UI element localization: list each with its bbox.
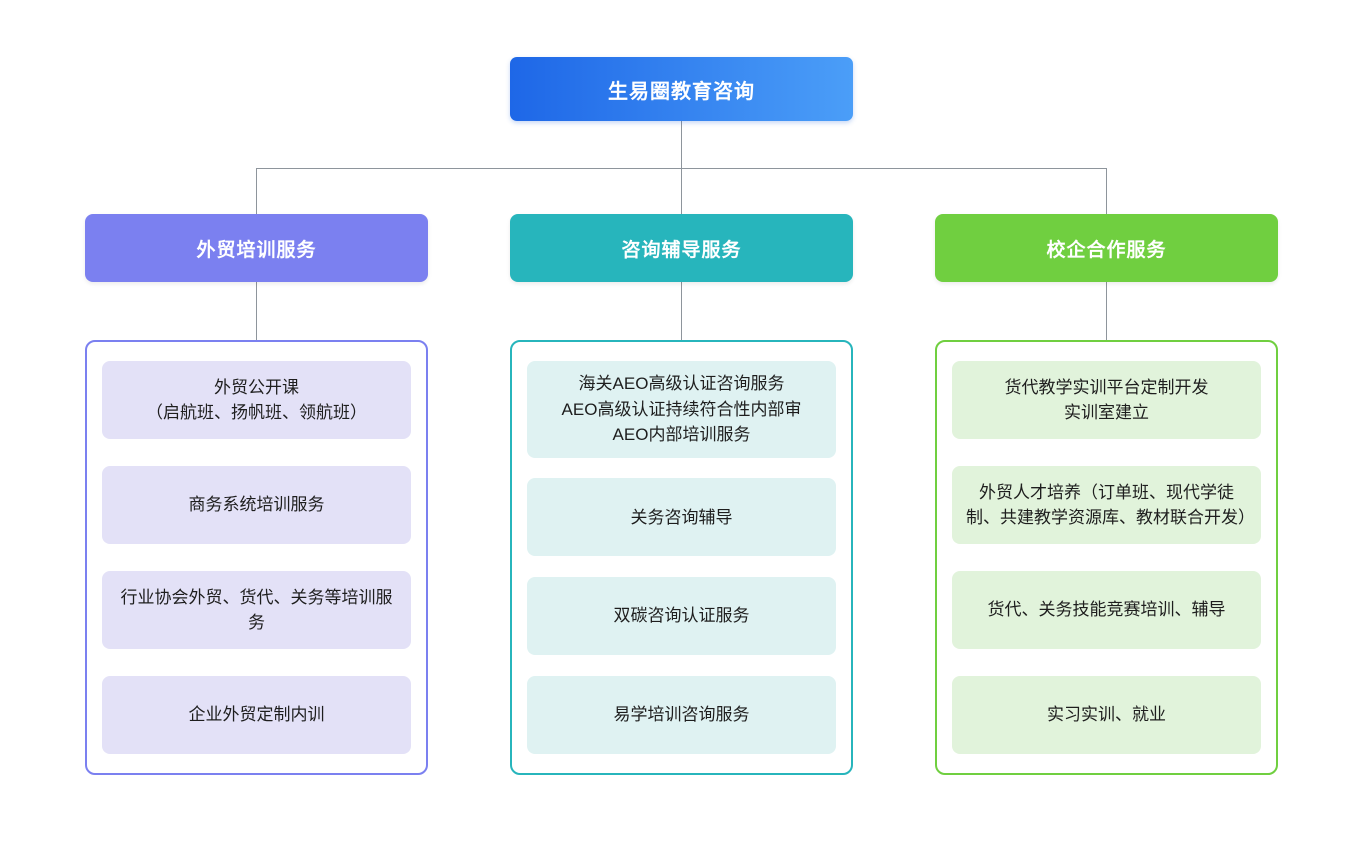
connector-left-drop [256,168,257,214]
root-node[interactable]: 生易圈教育咨询 [510,57,853,121]
connector-left-drop-2 [256,282,257,340]
branch-header-training[interactable]: 外贸培训服务 [85,214,428,282]
node-dual-carbon-consulting[interactable]: 双碳咨询认证服务 [527,577,836,656]
branch-column-consulting: 咨询辅导服务 海关AEO高级认证咨询服务 AEO高级认证持续符合性内部审 AEO… [510,214,853,775]
node-talent-cultivation[interactable]: 外贸人才培养（订单班、现代学徒制、共建教学资源库、教材联合开发） [952,466,1261,544]
branch-container-consulting: 海关AEO高级认证咨询服务 AEO高级认证持续符合性内部审 AEO内部培训服务 … [510,340,853,775]
node-industry-association-training[interactable]: 行业协会外贸、货代、关务等培训服务 [102,571,411,649]
connector-middle-drop-2 [681,282,682,340]
node-skills-competition[interactable]: 货代、关务技能竞赛培训、辅导 [952,571,1261,649]
branch-header-consulting[interactable]: 咨询辅导服务 [510,214,853,282]
connector-right-drop [1106,168,1107,214]
branch-column-school-enterprise: 校企合作服务 货代教学实训平台定制开发 实训室建立 外贸人才培养（订单班、现代学… [935,214,1278,775]
node-customs-consulting[interactable]: 关务咨询辅导 [527,478,836,557]
connector-right-drop-2 [1106,282,1107,340]
node-internship-employment[interactable]: 实习实训、就业 [952,676,1261,754]
node-business-system-training[interactable]: 商务系统培训服务 [102,466,411,544]
node-open-course[interactable]: 外贸公开课 （启航班、扬帆班、领航班） [102,361,411,439]
branch-column-training: 外贸培训服务 外贸公开课 （启航班、扬帆班、领航班） 商务系统培训服务 行业协会… [85,214,428,775]
node-yixue-training[interactable]: 易学培训咨询服务 [527,675,836,754]
connector-middle-drop [681,168,682,214]
branch-header-school-enterprise[interactable]: 校企合作服务 [935,214,1278,282]
node-freight-platform-dev[interactable]: 货代教学实训平台定制开发 实训室建立 [952,361,1261,439]
node-enterprise-custom-training[interactable]: 企业外贸定制内训 [102,676,411,754]
branch-container-school-enterprise: 货代教学实训平台定制开发 实训室建立 外贸人才培养（订单班、现代学徒制、共建教学… [935,340,1278,775]
connector-root-down [681,121,682,169]
node-aeo-certification[interactable]: 海关AEO高级认证咨询服务 AEO高级认证持续符合性内部审 AEO内部培训服务 [527,361,836,458]
branch-container-training: 外贸公开课 （启航班、扬帆班、领航班） 商务系统培训服务 行业协会外贸、货代、关… [85,340,428,775]
